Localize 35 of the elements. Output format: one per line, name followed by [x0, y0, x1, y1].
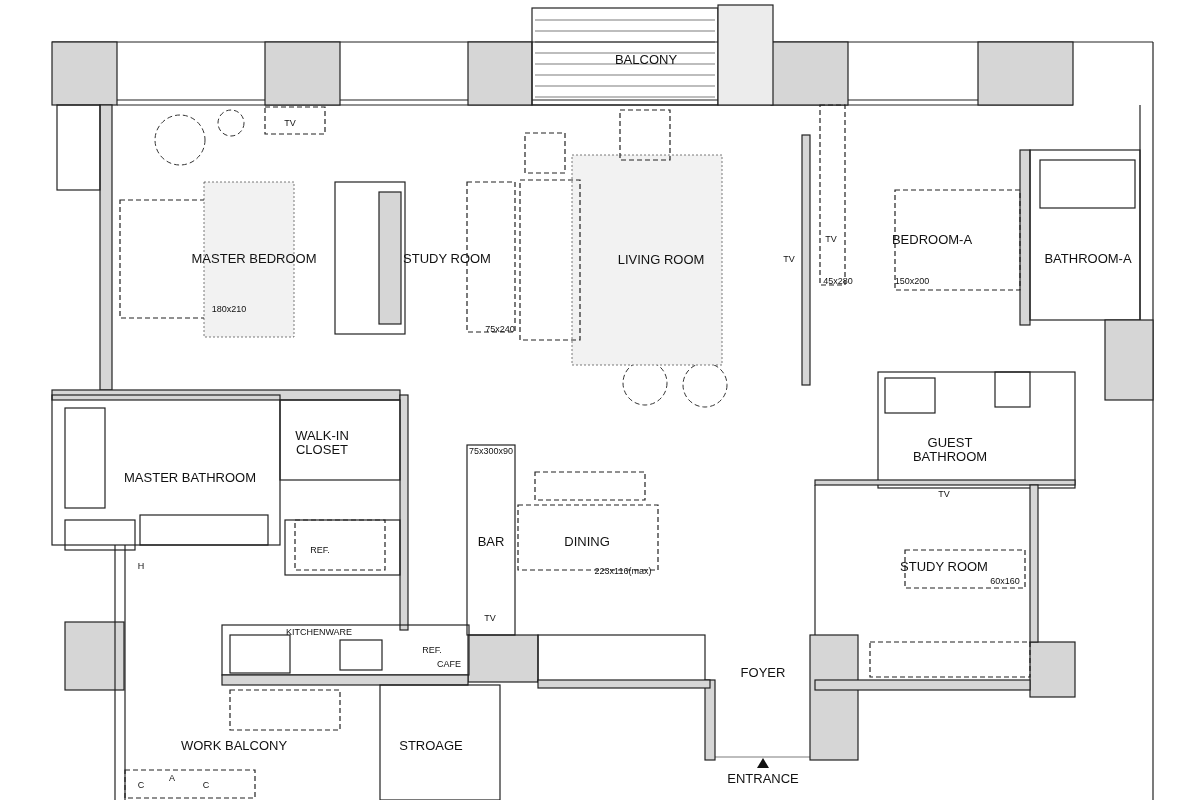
room-label: WALK-IN CLOSET: [294, 428, 350, 458]
room-label: MASTER BEDROOM: [191, 251, 317, 267]
appliance-label: REF.: [422, 646, 442, 656]
dimension-label: 75x240: [485, 325, 515, 335]
entrance-label: ENTRANCE: [727, 771, 799, 787]
room-label: BATHROOM-A: [1044, 251, 1132, 267]
appliance-label: CAFE: [437, 660, 461, 670]
room-label: BEDROOM-A: [891, 232, 973, 248]
room-label: BAR: [477, 534, 505, 550]
room-label: FOYER: [740, 665, 786, 681]
room-label: GUEST BATHROOM: [911, 435, 989, 465]
room-label: MASTER BATHROOM: [124, 470, 256, 486]
cabinet-label: C: [202, 781, 210, 791]
tv-label: TV: [825, 235, 837, 245]
dimension-label: 60x160: [990, 577, 1020, 587]
fixture-label: H: [137, 562, 145, 572]
room-label: DINING: [564, 534, 610, 550]
room-label: WORK BALCONY: [180, 738, 288, 754]
tv-label: TV: [938, 490, 950, 500]
appliance-label: REF.: [310, 546, 330, 556]
cabinet-label: A: [169, 774, 175, 784]
room-label: STROAGE: [399, 738, 463, 754]
cabinet-label: C: [137, 781, 145, 791]
dimension-label: 45x280: [823, 277, 853, 287]
dimension-label: 180x210: [211, 305, 247, 315]
area-label: KITCHENWARE: [285, 628, 353, 638]
tv-label: TV: [284, 119, 296, 129]
room-label: STUDY ROOM: [900, 559, 988, 575]
tv-label: TV: [484, 614, 496, 624]
room-label: BALCONY: [614, 52, 678, 68]
dimension-label: 75x300x90: [469, 447, 513, 457]
dimension-label: 150x200: [894, 277, 930, 287]
dimension-label: 223x116(max): [594, 567, 652, 577]
tv-label: TV: [783, 255, 795, 265]
room-label: LIVING ROOM: [617, 252, 705, 268]
